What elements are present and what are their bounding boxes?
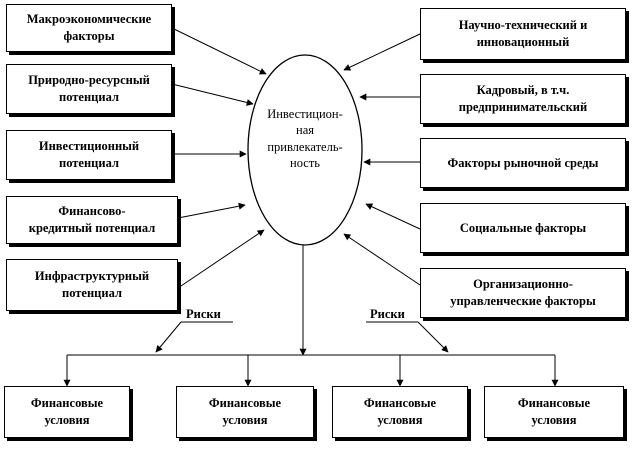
left-box-line2: потенциал [59,156,119,170]
bottom-box-line1: Финансовые [517,396,591,411]
right-box-market-environment: Факторы рыночной среды [420,138,626,188]
right-box-line1: Кадровый, в т.ч. [476,83,570,98]
right-box-line1: Факторы рыночной среды [447,155,599,170]
center-line2: ная [296,123,314,138]
bottom-box-line1: Финансовые [30,396,104,411]
bottom-box-financial-conditions-4: Финансовые условия [484,386,624,438]
right-box-personnel: Кадровый, в т.ч. предпринимательский [420,74,626,124]
bottom-box-financial-conditions-1: Финансовые условия [4,386,130,438]
center-label: Инвестицион- ная привлекатель- ность [250,106,360,171]
bottom-box-line2: условия [531,413,577,427]
left-box-investment: Инвестиционный потенциал [6,130,172,180]
left-box-line1: Макроэкономические [26,12,152,27]
bottom-box-line1: Финансовые [363,396,437,411]
left-box-line2: потенциал [62,286,122,300]
left-box-line1: Инфраструктурный [34,269,150,284]
right-box-line2: инновационный [476,35,570,49]
center-line3: привлекатель- [267,139,343,154]
bottom-box-financial-conditions-3: Финансовые условия [332,386,468,438]
right-box-line1: Организационно- [473,277,573,292]
bottom-box-line2: условия [222,413,268,427]
center-line4: ность [290,155,320,170]
right-box-scientific-technical: Научно-технический и инновационный [420,8,626,60]
center-line1: Инвестицион- [267,107,343,121]
bottom-box-financial-conditions-2: Финансовые условия [176,386,314,438]
risk-label-right: Риски [370,307,405,321]
right-box-line2: управленческие факторы [450,294,596,308]
left-box-line1: Финансово- [58,204,126,219]
bottom-box-line2: условия [44,413,90,427]
left-box-financial-credit: Финансово-кредитный потенциал [6,196,178,244]
left-box-line2: потенциал [59,90,119,104]
left-box-natural-resource: Природно-ресурсный потенциал [6,64,172,114]
right-box-line2: предпринимательский [458,100,588,114]
bottom-box-line1: Финансовые [208,396,282,411]
right-box-social: Социальные факторы [420,203,626,253]
left-box-line2: факторы [63,29,115,43]
left-box-line2: кредитный потенциал [28,221,156,235]
right-box-line1: Социальные факторы [459,220,587,235]
left-box-line1: Инвестиционный [38,139,140,154]
left-box-infrastructure: Инфраструктурный потенциал [6,259,178,311]
left-box-line1: Природно-ресурсный [28,73,150,88]
left-box-macroeconomic: Макроэкономические факторы [6,4,172,52]
risk-label-left: Риски [186,307,221,321]
right-box-line1: Научно-технический и [458,18,588,33]
bottom-box-line2: условия [377,413,423,427]
right-box-organizational: Организационно-управленческие факторы [420,268,626,318]
central-ellipse [247,54,363,246]
